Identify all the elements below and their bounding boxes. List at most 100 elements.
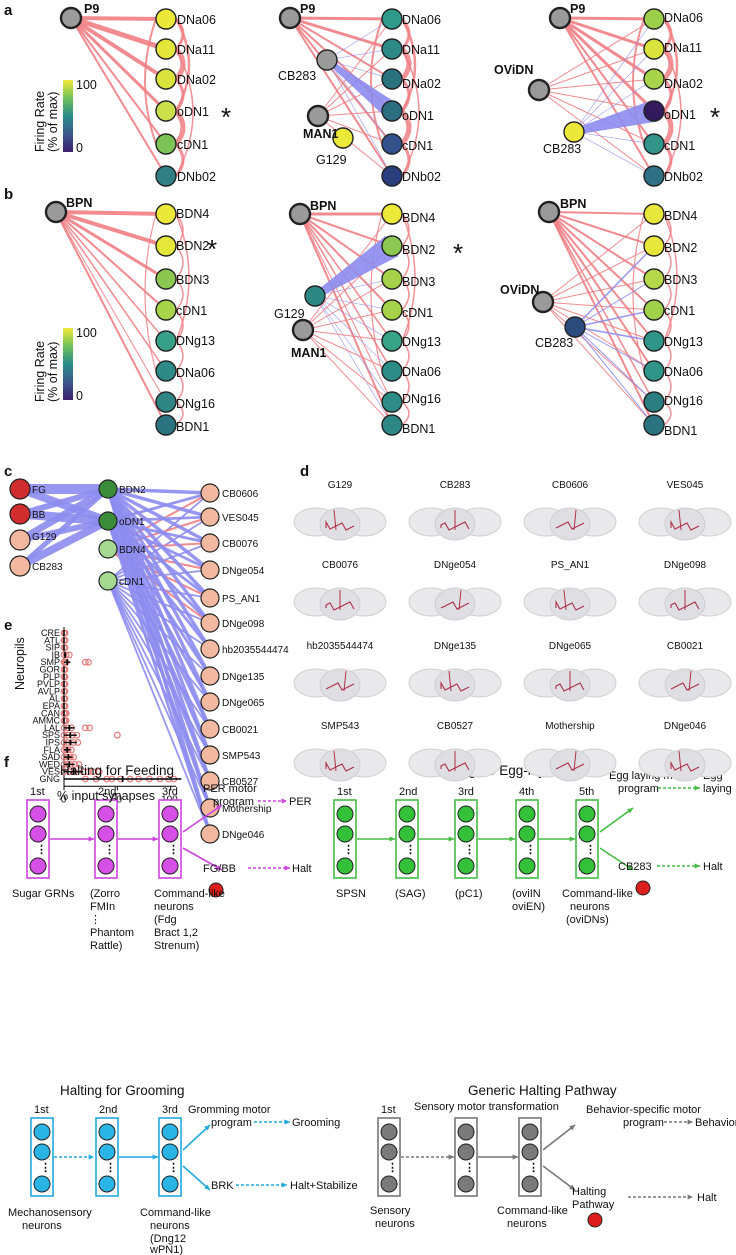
c-node-CB0021 [200, 719, 220, 739]
f-egg-stage3-neuron-1 [518, 825, 536, 843]
e-point-LAL-3 [81, 724, 89, 732]
b2-edge-1-2 [314, 278, 393, 297]
e-ytick-label-SPS: SPS [42, 730, 60, 740]
b1-node-DNa06 [155, 360, 177, 382]
f-egg-arrow-out-head [694, 785, 700, 791]
f-gen-stage2-neuron-0 [521, 1123, 539, 1141]
b1-node-DNg16 [155, 391, 177, 413]
b1-arc-4 [175, 340, 184, 372]
f-feed-arrow-1-head [88, 836, 94, 842]
a2-label-cb283: CB283 [278, 69, 316, 83]
f-feed-caption3-0: Command-like [154, 888, 225, 900]
b3-edge-1-2 [542, 278, 655, 303]
a2-arc-long1 [400, 18, 417, 112]
f-groom-motor1: Gromming motor [188, 1104, 271, 1116]
f-egg-arrow-motor [599, 807, 634, 833]
colorbar-b-subtitle: (% of max) [46, 342, 60, 402]
f-feed-motor-out: PER [289, 796, 312, 808]
b3-label-cdn1: cDN1 [664, 304, 695, 318]
d-arbor-G129 [325, 519, 355, 531]
c-label-cb283: CB283 [32, 562, 63, 573]
d-brain-CB283 [408, 507, 502, 541]
a3-edge-1-0 [538, 18, 655, 91]
f-feed-caption3-2: (Fdg [154, 914, 177, 926]
f-groom-caption-2: Command-like [140, 1207, 211, 1219]
a2-edge-0-2 [289, 17, 393, 80]
e-point-GOR-1 [61, 666, 69, 673]
c-src-mid-3 [17, 486, 111, 517]
e-ytick-label-VES: VES [42, 767, 60, 777]
a3-star: * [710, 102, 720, 132]
a2-label-g129: G129 [316, 153, 347, 167]
d-brain-PS_AN1 [523, 587, 617, 621]
f-egg-arrow-3-head [569, 836, 575, 842]
d-arbor-CB0021 [670, 682, 700, 691]
f-gen-stage1-ellipsis: ⋮ [464, 1162, 475, 1174]
b3-arc-left [632, 213, 645, 372]
b3-arc-3 [663, 309, 672, 342]
f-gen-stage1-neuron-0 [457, 1123, 475, 1141]
b3-arc-2 [663, 278, 672, 311]
f-groom-stage1-ellipsis: ⋮ [105, 1162, 116, 1174]
d-tract-SMP543 [333, 750, 337, 772]
f-egg-caption-2: (pC1) [455, 888, 483, 900]
a3-label-dna11: DNa11 [664, 41, 702, 55]
f-gen-arrow-motor [542, 1124, 576, 1151]
c-target-label-DNge046: DNge046 [222, 830, 265, 841]
b1-label-bdn3: BDN3 [176, 273, 209, 287]
a1-arc-long1 [174, 18, 191, 112]
f-groom-arrow-2-head [152, 1154, 158, 1160]
f-feed-stage2-ellipsis: ⋮ [168, 844, 179, 856]
panel-b-labels: BPN BDN4 BDN2 BDN3 cDN1 DNg13 DNa06 DNg1… [66, 196, 703, 438]
c-node-CB0076 [200, 533, 220, 553]
b1-arc-6 [175, 401, 184, 426]
d-arbor-DNge098 [670, 601, 700, 611]
f-gen-stage0-neuron-1 [380, 1143, 398, 1161]
c-bdn2-t7 [106, 487, 212, 678]
d-brain-center-CB0021 [664, 668, 706, 702]
d-brain-center-Mothership [549, 748, 591, 782]
a1-node-cDN1 [155, 133, 177, 155]
f-feed-stage0-neuron-0 [29, 805, 47, 823]
c-node-DNge135 [200, 666, 220, 686]
c-node-DNge054 [200, 560, 220, 580]
a2-node-DNa02 [381, 68, 403, 90]
c-target-label-Mothership: Mothership [222, 804, 272, 815]
panel-e-plot: 050100CREATLSIPIBSMPGORPLPPVLPAVLPALEPAC… [33, 627, 182, 805]
f-groom-stage0-neuron-1 [33, 1143, 51, 1161]
a1-label-dna06: DNa06 [177, 13, 216, 27]
b3-node-cDN1 [643, 299, 665, 321]
f-feed-halt-node [208, 882, 224, 898]
b3-label-bpn: BPN [560, 197, 586, 211]
d-brain-DNge046 [638, 748, 732, 782]
b3-edge-1-3 [542, 301, 655, 311]
c-target-label-CB0076: CB0076 [222, 539, 259, 550]
a2-node-src-0 [278, 6, 302, 30]
f-egg-stage0-ellipsis: ⋮ [343, 844, 354, 856]
b2-arc-6 [401, 401, 410, 426]
a1-arc-3 [174, 109, 186, 146]
f-egg-stage-3: 4th [519, 786, 534, 798]
b3-label-dna06: DNa06 [664, 365, 703, 379]
d-label-CB283: CB283 [440, 480, 471, 491]
a3-wedge-cb283-odn1 [573, 100, 657, 135]
b1-edge-0-1 [54, 210, 168, 248]
c-node-hb2035544474 [200, 639, 220, 659]
b1-arc-long1 [175, 213, 190, 342]
c-src-mid-6 [16, 517, 112, 570]
b3-label-ovidn: OViDN [500, 283, 539, 297]
f-gen-stage0-ellipsis: ⋮ [387, 1162, 398, 1174]
c-bdn2-t4 [106, 487, 212, 600]
f-groom-stage0-ellipsis: ⋮ [40, 1162, 51, 1174]
a1-node-DNa02 [155, 68, 177, 90]
e-point-SIP-1 [61, 644, 69, 651]
b2-label-cdn1: cDN1 [402, 306, 433, 320]
f-groom-arrow-halt [182, 1165, 211, 1191]
colorbar-a-title: Firing Rate [33, 91, 47, 152]
f-gen-transform: Sensory motor transformation [414, 1101, 559, 1113]
f-gen-halt-in2: Pathway [572, 1199, 615, 1211]
b2-node-BDN2 [381, 235, 403, 257]
f-gen-arrow-halt-head [569, 1184, 575, 1190]
edge-layer [15, 15, 682, 836]
d-brain-Mothership [523, 748, 617, 782]
